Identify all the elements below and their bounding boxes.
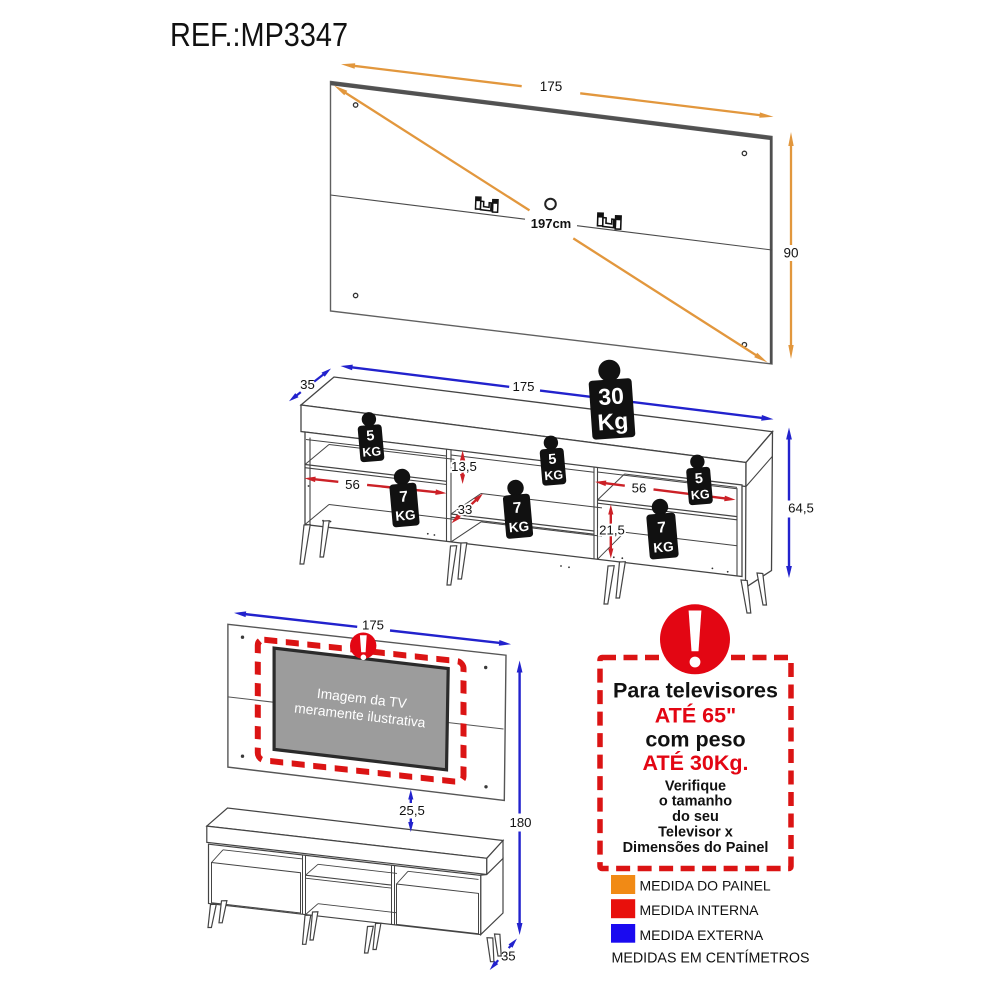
svg-text:197cm: 197cm bbox=[531, 216, 571, 231]
svg-text:64,5: 64,5 bbox=[788, 501, 814, 516]
svg-text:175: 175 bbox=[362, 618, 384, 633]
svg-text:7: 7 bbox=[512, 499, 522, 517]
svg-text:175: 175 bbox=[512, 379, 534, 394]
svg-text:21,5: 21,5 bbox=[599, 523, 625, 538]
svg-text:7: 7 bbox=[399, 488, 409, 506]
svg-text:56: 56 bbox=[345, 477, 360, 492]
svg-text:MEDIDA DO PAINEL: MEDIDA DO PAINEL bbox=[640, 878, 771, 894]
svg-text:MEDIDA EXTERNA: MEDIDA EXTERNA bbox=[640, 927, 764, 943]
svg-text:KG: KG bbox=[508, 519, 529, 536]
svg-text:ATÉ 30Kg.: ATÉ 30Kg. bbox=[643, 750, 749, 775]
svg-text:REF.:MP3347: REF.:MP3347 bbox=[170, 17, 348, 54]
svg-text:5: 5 bbox=[548, 452, 557, 469]
svg-text:13,5: 13,5 bbox=[451, 459, 477, 474]
svg-text:56: 56 bbox=[632, 481, 647, 496]
svg-text:KG: KG bbox=[544, 468, 564, 484]
svg-text:MEDIDAS EM CENTÍMETROS: MEDIDAS EM CENTÍMETROS bbox=[612, 950, 810, 967]
svg-text:do seu: do seu bbox=[672, 809, 719, 825]
svg-text:90: 90 bbox=[783, 246, 798, 261]
svg-text:180: 180 bbox=[509, 815, 531, 830]
svg-text:7: 7 bbox=[657, 519, 667, 537]
svg-text:Televisor x: Televisor x bbox=[658, 825, 733, 841]
svg-text:33: 33 bbox=[458, 502, 473, 517]
svg-text:o tamanho: o tamanho bbox=[659, 794, 732, 810]
svg-text:5: 5 bbox=[366, 428, 375, 445]
svg-text:KG: KG bbox=[395, 507, 416, 524]
svg-text:Dimensões do Painel: Dimensões do Painel bbox=[623, 840, 769, 856]
svg-text:25,5: 25,5 bbox=[399, 803, 425, 818]
svg-text:175: 175 bbox=[540, 79, 563, 94]
svg-text:Kg: Kg bbox=[597, 407, 629, 435]
svg-text:5: 5 bbox=[694, 471, 703, 488]
svg-text:com peso: com peso bbox=[645, 727, 745, 751]
svg-text:KG: KG bbox=[690, 487, 710, 503]
svg-text:Para televisores: Para televisores bbox=[613, 678, 778, 702]
svg-text:30: 30 bbox=[597, 382, 624, 410]
svg-text:35: 35 bbox=[300, 377, 315, 392]
svg-text:Verifique: Verifique bbox=[665, 778, 726, 794]
svg-text:KG: KG bbox=[362, 444, 382, 460]
svg-text:KG: KG bbox=[653, 539, 674, 556]
svg-text:35: 35 bbox=[501, 949, 516, 964]
svg-text:MEDIDA INTERNA: MEDIDA INTERNA bbox=[640, 902, 760, 918]
svg-text:ATÉ 65": ATÉ 65" bbox=[655, 703, 737, 728]
